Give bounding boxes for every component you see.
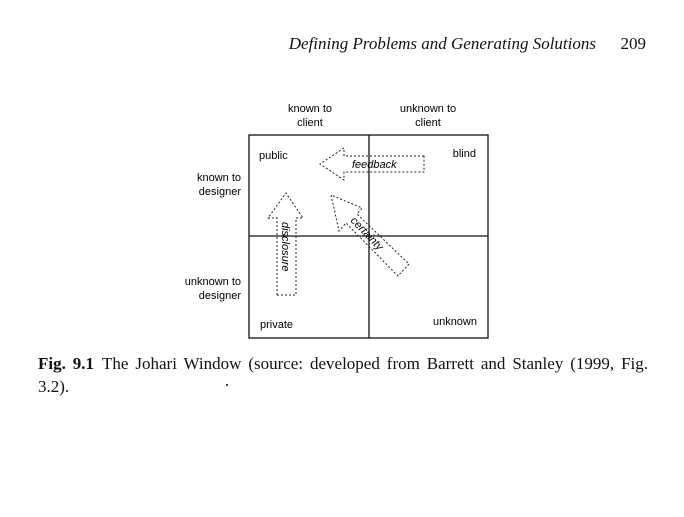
quadrant-label-unknown: unknown (433, 316, 477, 328)
col-header-known-line2: client (297, 117, 323, 129)
page-header: Defining Problems and Generating Solutio… (0, 34, 684, 56)
feedback-arrow (319, 147, 425, 181)
running-title: Defining Problems and Generating Solutio… (288, 34, 596, 53)
row-header-unknown-line2: designer (199, 290, 242, 302)
stray-mark (226, 384, 228, 386)
disclosure-arrow-label: disclosure (279, 222, 291, 272)
quadrant-label-blind: blind (453, 148, 476, 160)
row-header-known-line2: designer (199, 186, 242, 198)
certainty-arrow-label: certainty (348, 215, 387, 254)
feedback-arrow-label: feedback (352, 159, 397, 171)
col-header-known-line1: known to (288, 103, 332, 115)
caption-label: Fig. 9.1 (38, 354, 95, 373)
quadrant-label-private: private (260, 319, 293, 331)
page-number: 209 (620, 34, 647, 53)
col-header-unknown-line2: client (415, 117, 441, 129)
row-header-known-line1: known to (197, 172, 241, 184)
certainty-arrow (330, 194, 410, 277)
quadrant-label-public: public (259, 150, 288, 162)
col-header-unknown-line1: unknown to (400, 103, 456, 115)
caption-text: The Johari Window (source: developed fro… (38, 354, 648, 396)
row-header-unknown-line1: unknown to (185, 276, 241, 288)
